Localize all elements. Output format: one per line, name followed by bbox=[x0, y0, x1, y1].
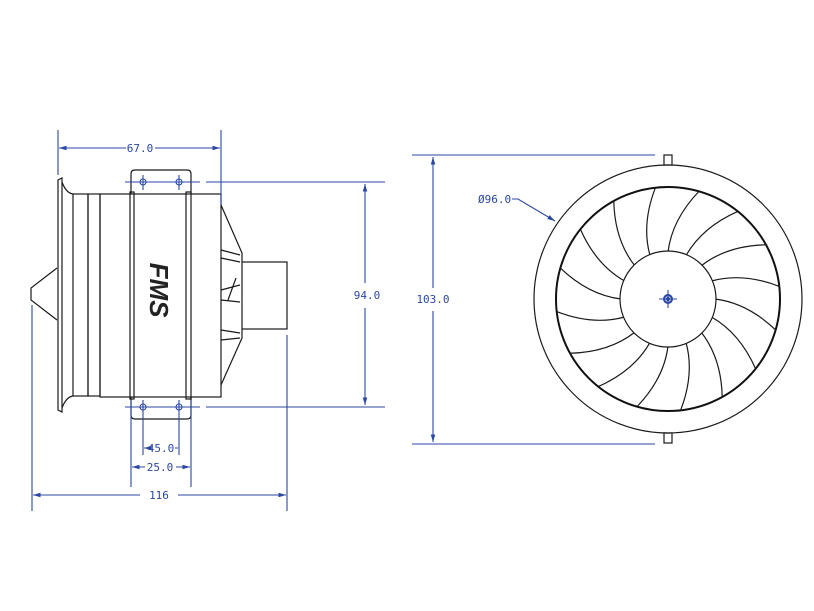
dim-outer-height: 103.0 bbox=[416, 293, 449, 306]
front-dimensions: 103.0 Ø96.0 bbox=[412, 155, 655, 444]
duct-inner bbox=[555, 186, 781, 412]
dim-overall-length: 116 bbox=[149, 489, 169, 502]
mount-tab-bottom bbox=[663, 432, 673, 444]
fan-blade bbox=[646, 187, 656, 256]
fan-blade bbox=[613, 200, 636, 267]
side-view: FMS bbox=[30, 169, 288, 420]
dim-mount-height: 94.0 bbox=[354, 289, 381, 302]
fan-blade bbox=[569, 331, 636, 354]
dim-body-length: 67.0 bbox=[127, 142, 154, 155]
fan-blade bbox=[714, 298, 777, 331]
fan-blade bbox=[636, 345, 669, 408]
housing-band bbox=[129, 191, 135, 400]
inlet-ring bbox=[87, 193, 101, 397]
dim-hole-spacing: 45.0 bbox=[148, 442, 175, 455]
mount-tab-top bbox=[130, 169, 192, 194]
fan-blade bbox=[700, 244, 767, 267]
inlet-ring bbox=[72, 193, 89, 397]
fan-blade bbox=[597, 342, 651, 388]
rotor-blades bbox=[556, 187, 780, 411]
fan-blade bbox=[680, 342, 690, 411]
inlet-lip bbox=[57, 177, 74, 413]
fms-logo: FMS bbox=[144, 263, 174, 319]
center-mark-icon bbox=[659, 290, 677, 308]
fan-blade bbox=[559, 267, 622, 300]
spinner-nose bbox=[30, 267, 58, 321]
outer-shroud bbox=[533, 164, 803, 434]
front-view bbox=[533, 154, 803, 444]
fan-housing bbox=[99, 193, 222, 398]
fan-blade bbox=[711, 277, 780, 287]
mount-tab-top bbox=[663, 154, 673, 166]
fan-blade bbox=[711, 316, 757, 370]
fan-blade bbox=[579, 228, 625, 282]
tail-cone bbox=[220, 204, 243, 386]
dim-diameter: Ø96.0 bbox=[478, 193, 511, 206]
fan-blade bbox=[685, 210, 739, 256]
housing-band bbox=[185, 191, 192, 400]
motor-can bbox=[241, 261, 288, 330]
side-dimensions: 67.0 94.0 45.0 25.0 116 bbox=[32, 130, 385, 511]
fan-blade bbox=[556, 311, 625, 321]
fan-blade bbox=[700, 331, 723, 398]
fan-blade bbox=[667, 190, 700, 253]
dim-tab-width: 25.0 bbox=[147, 461, 174, 474]
